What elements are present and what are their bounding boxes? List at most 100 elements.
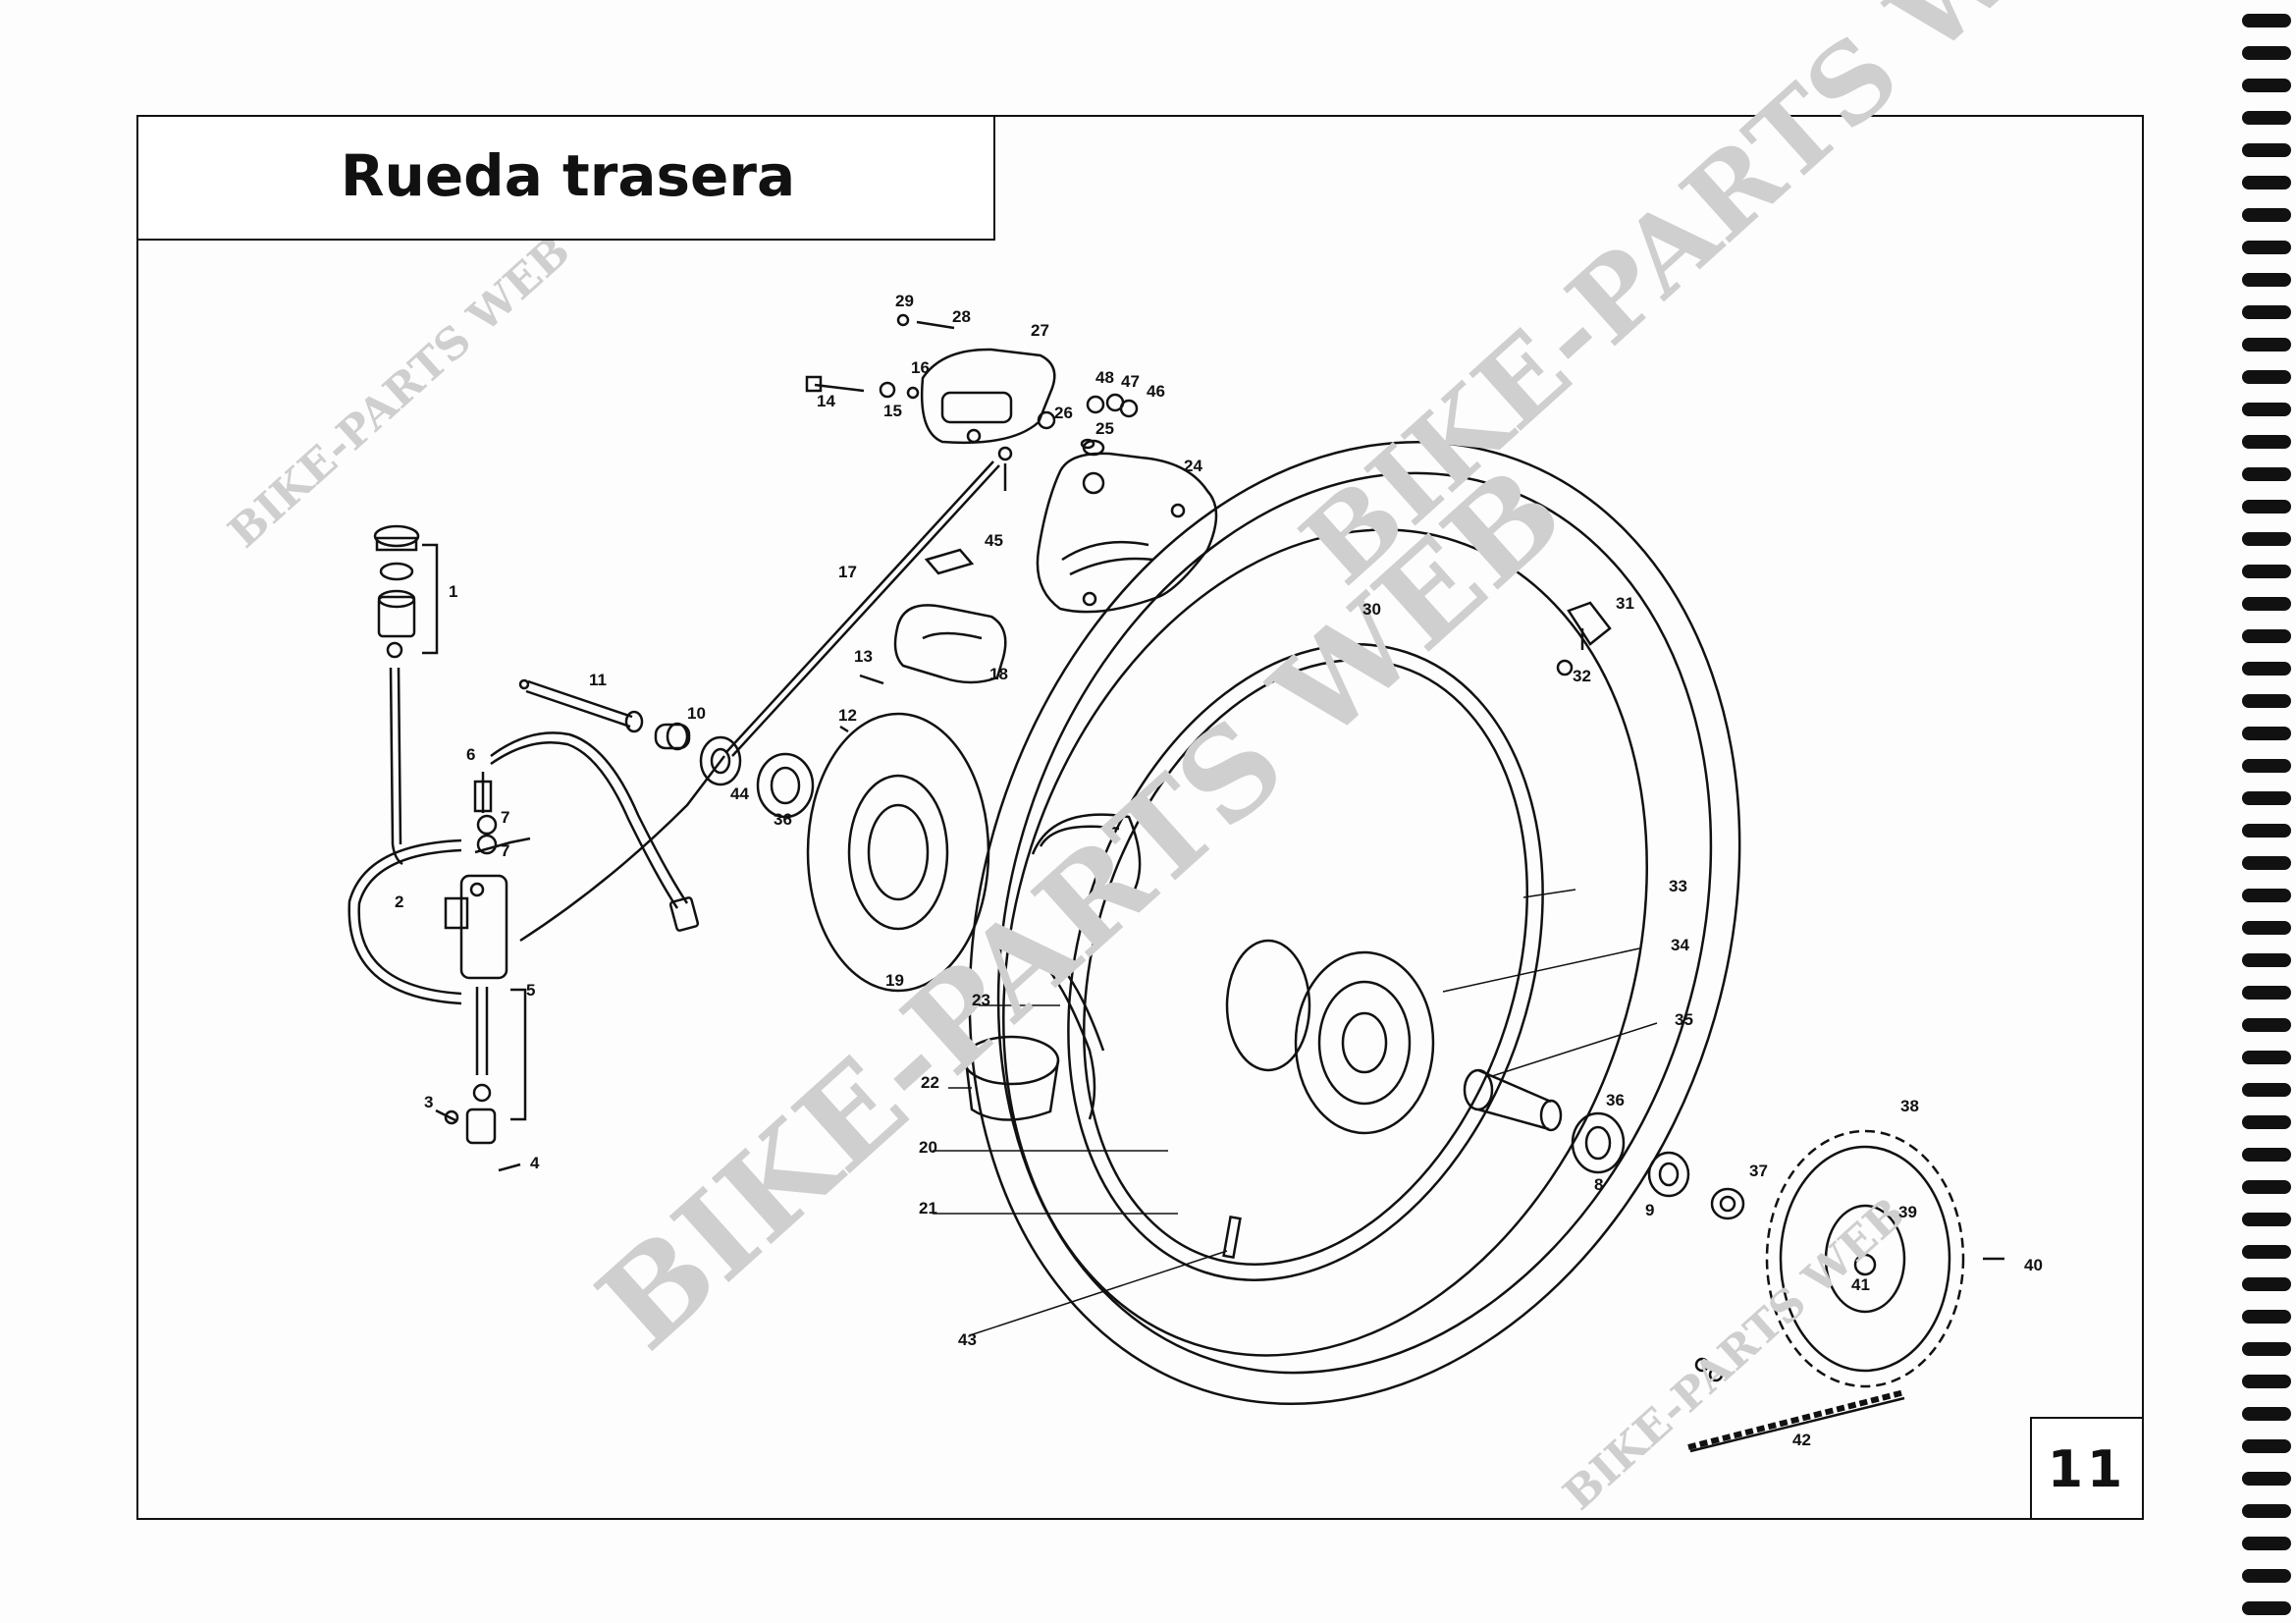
spiral-coil xyxy=(2242,1148,2291,1162)
rear-axle xyxy=(518,678,644,733)
inner-tube xyxy=(962,813,1242,1260)
part-label-17: 17 xyxy=(838,563,857,581)
part-label-36: 36 xyxy=(1606,1091,1625,1109)
part-label-44: 44 xyxy=(730,784,749,803)
part-label-1: 1 xyxy=(449,582,457,601)
spiral-coil xyxy=(2242,1018,2291,1032)
watermark-4: BIKE-PARTS WEB xyxy=(1554,1188,1914,1520)
part-label-24: 24 xyxy=(1184,457,1202,475)
part-label-5: 5 xyxy=(526,981,535,1000)
part-label-46: 46 xyxy=(1147,382,1165,401)
spiral-coil xyxy=(2242,1051,2291,1064)
part-label-3: 3 xyxy=(424,1093,433,1111)
part-label-6: 6 xyxy=(466,745,475,764)
part-label-7: 7 xyxy=(501,841,509,860)
part-label-13: 13 xyxy=(854,647,873,666)
spiral-coil xyxy=(2242,143,2291,157)
spiral-coil xyxy=(2242,1439,2291,1453)
spiral-coil xyxy=(2242,694,2291,708)
spiral-coil xyxy=(2242,1180,2291,1194)
diagram-frame xyxy=(136,115,2144,1520)
part-label-39: 39 xyxy=(1898,1203,1917,1221)
part-label-19: 19 xyxy=(885,971,904,990)
spiral-coil xyxy=(2242,176,2291,189)
page-number: 11 xyxy=(2047,1440,2127,1499)
spiral-coil xyxy=(2242,208,2291,222)
part-label-43: 43 xyxy=(958,1330,977,1349)
rear-tire xyxy=(968,441,1741,1405)
spiral-coil xyxy=(2242,532,2291,546)
spiral-coil xyxy=(2242,1310,2291,1324)
brake-pads xyxy=(839,548,1007,733)
part-label-23: 23 xyxy=(972,991,990,1009)
spiral-coil xyxy=(2242,953,2291,967)
spiral-coil xyxy=(2242,1115,2291,1129)
part-label-10: 10 xyxy=(687,704,706,723)
part-label-30: 30 xyxy=(1362,600,1381,619)
part-label-32: 32 xyxy=(1573,667,1591,685)
part-label-21: 21 xyxy=(919,1199,937,1217)
spiral-coil xyxy=(2242,1213,2291,1226)
drive-chain xyxy=(1687,1357,1905,1453)
part-label-18: 18 xyxy=(989,665,1008,683)
brake-reservoir xyxy=(373,524,439,866)
part-label-40: 40 xyxy=(2024,1256,2043,1274)
part-label-25: 25 xyxy=(1095,419,1114,438)
watermark-1: BIKE-PARTS WEB xyxy=(219,226,579,558)
part-label-31: 31 xyxy=(1616,594,1634,613)
part-label-9: 9 xyxy=(1645,1201,1654,1219)
spiral-coil xyxy=(2242,759,2291,773)
spiral-coil xyxy=(2242,79,2291,92)
part-label-41: 41 xyxy=(1851,1275,1870,1294)
watermark-3: BIKE-PARTS WEB xyxy=(572,441,1589,1377)
leader-lines xyxy=(933,889,1658,1336)
spiral-coil xyxy=(2242,565,2291,578)
part-label-33: 33 xyxy=(1669,877,1687,895)
brake-line xyxy=(519,460,1000,943)
part-label-12: 12 xyxy=(838,706,857,725)
spiral-coil xyxy=(2242,241,2291,254)
spiral-binding xyxy=(2242,14,2291,1615)
spiral-coil xyxy=(2242,791,2291,805)
part-label-4: 4 xyxy=(530,1154,540,1172)
spiral-coil xyxy=(2242,986,2291,1000)
spiral-coil xyxy=(2242,1277,2291,1291)
part-label-15: 15 xyxy=(883,402,902,420)
brake-caliper xyxy=(805,313,1056,491)
part-label-47: 47 xyxy=(1121,372,1140,391)
part-label-29: 29 xyxy=(895,292,914,310)
brake-hose xyxy=(473,731,700,932)
spiral-coil xyxy=(2242,14,2291,27)
spiral-coil xyxy=(2242,1472,2291,1486)
spiral-coil xyxy=(2242,305,2291,319)
part-label-34: 34 xyxy=(1671,936,1689,954)
rear-sprocket xyxy=(1765,1129,2004,1388)
part-label-14: 14 xyxy=(817,392,835,410)
title-box: Rueda trasera xyxy=(136,115,995,241)
spiral-coil xyxy=(2242,500,2291,514)
part-label-35: 35 xyxy=(1675,1010,1693,1029)
spiral-coil xyxy=(2242,727,2291,740)
part-label-42: 42 xyxy=(1792,1431,1811,1449)
spiral-coil xyxy=(2242,856,2291,870)
caliper-bracket xyxy=(1036,452,1218,614)
spiral-coil xyxy=(2242,1245,2291,1259)
spiral-coil xyxy=(2242,662,2291,676)
spiral-coil xyxy=(2242,370,2291,384)
brake-master-cylinder xyxy=(347,837,531,1172)
spiral-coil xyxy=(2242,1342,2291,1356)
part-number-labels: 1234567789101112131415161718192021222324… xyxy=(395,292,2043,1449)
spiral-coil xyxy=(2242,1407,2291,1421)
chain-guide-screw xyxy=(1556,601,1612,676)
spiral-coil xyxy=(2242,403,2291,416)
part-label-8: 8 xyxy=(1594,1175,1603,1194)
part-label-37: 37 xyxy=(1749,1162,1768,1180)
part-label-11: 11 xyxy=(589,671,607,689)
spiral-coil xyxy=(2242,1537,2291,1550)
part-label-36: 36 xyxy=(774,810,792,829)
hub-bearings xyxy=(1463,1068,1745,1220)
part-label-45: 45 xyxy=(985,531,1003,550)
part-label-7: 7 xyxy=(501,808,509,827)
page-title: Rueda trasera xyxy=(340,142,796,209)
part-label-20: 20 xyxy=(919,1138,937,1157)
